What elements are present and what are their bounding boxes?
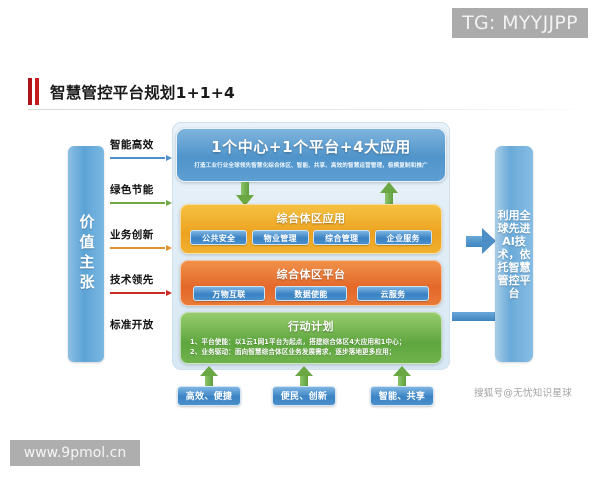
chip-property-management[interactable]: 物业管理	[251, 230, 309, 245]
value-proposition-label-2: 绿色节能	[110, 184, 154, 196]
value-proposition-arrow-4	[110, 290, 172, 296]
band-applications-chips: 公共安全 物业管理 综合管理 企业服务	[181, 226, 441, 245]
right-flow-arrow	[466, 228, 496, 254]
value-proposition-label: 价值主张	[77, 214, 96, 294]
value-proposition-arrow-1	[110, 155, 172, 161]
center-header-box: 1个中心+1个平台+4大应用 打造工业行业全球领先智慧化综合体区、智能、共享、高…	[176, 128, 446, 182]
action-plan-line-1: 1、平台使能：以1云1网1平台为起点，搭建综合体区4大应用和1中心；	[190, 338, 406, 346]
value-proposition-item-1: 智能高效	[110, 138, 176, 168]
connector-arrow-up	[380, 182, 398, 206]
action-plan-lines: 1、平台使能：以1云1网1平台为起点，搭建综合体区4大应用和1中心； 2、业务驱…	[181, 334, 441, 357]
value-proposition-item-4: 技术领先	[110, 273, 176, 303]
telegram-watermark: TG: MYYJJPP	[452, 8, 588, 38]
value-proposition-column: 价值主张	[68, 146, 104, 362]
title-divider	[28, 109, 573, 110]
site-watermark: www.9pmol.cn	[10, 440, 140, 466]
band-platform-chips: 万物互联 数据使能 云服务	[181, 282, 441, 301]
outcome-box-1[interactable]: 高效、便捷	[177, 386, 241, 406]
band-action-plan-title: 行动计划	[288, 320, 334, 333]
sohu-watermark: 搜狐号@无忧知识星球	[474, 388, 573, 399]
chip-data-enablement[interactable]: 数据使能	[275, 286, 347, 301]
value-proposition-arrow-3	[110, 245, 172, 251]
center-header-title: 1个中心+1个平台+4大应用	[211, 138, 411, 156]
ai-technology-label: 利用全球先进AI技术，依托智慧管控平台	[497, 208, 531, 300]
band-applications: 综合体区应用 公共安全 物业管理 综合管理 企业服务	[180, 204, 442, 254]
value-proposition-label-5: 标准开放	[110, 319, 154, 331]
value-proposition-label-3: 业务创新	[110, 229, 154, 241]
value-proposition-item-2: 绿色节能	[110, 183, 176, 213]
outcome-box-3[interactable]: 智能、共享	[370, 386, 434, 406]
action-plan-line-2: 2、业务驱动：面向智慧综合体区业务发展需求，逐步落地更多应用；	[190, 348, 396, 356]
page-title: 智慧管控平台规划1+1+4	[50, 83, 235, 102]
outcome-box-2[interactable]: 便民、创新	[272, 386, 336, 406]
chip-enterprise-service[interactable]: 企业服务	[374, 230, 432, 245]
chip-iot[interactable]: 万物互联	[193, 286, 265, 301]
value-proposition-label-4: 技术领先	[110, 274, 154, 286]
center-header-subtitle: 打造工业行业全球领先智慧化综合体区、智能、共享、高效的智慧运营管理，极模复制和推…	[194, 163, 428, 169]
value-proposition-arrow-2	[110, 200, 172, 206]
value-proposition-label-1: 智能高效	[110, 139, 154, 151]
connector-arrow-down	[236, 182, 254, 206]
band-action-plan: 行动计划 1、平台使能：以1云1网1平台为起点，搭建综合体区4大应用和1中心； …	[180, 312, 442, 364]
value-proposition-item-5: 标准开放	[110, 318, 176, 348]
band-platform-title: 综合体区平台	[276, 268, 346, 281]
chip-public-safety[interactable]: 公共安全	[190, 230, 248, 245]
chip-cloud-service[interactable]: 云服务	[357, 286, 429, 301]
value-proposition-list: 智能高效 绿色节能 业务创新 技术领先	[110, 138, 176, 368]
diagram-area: 价值主张 智能高效 绿色节能 业务创新 技	[0, 116, 600, 416]
right-flow-connector	[452, 312, 496, 321]
outcome-arrow-3	[393, 366, 411, 387]
outcome-arrow-1	[200, 366, 218, 387]
title-accent-bars	[28, 78, 39, 105]
outcome-arrow-2	[295, 366, 313, 387]
page-title-row: 智慧管控平台规划1+1+4	[28, 78, 235, 105]
band-platform: 综合体区平台 万物互联 数据使能 云服务	[180, 260, 442, 306]
value-proposition-item-3: 业务创新	[110, 228, 176, 258]
chip-integrated-management[interactable]: 综合管理	[313, 230, 371, 245]
band-applications-title: 综合体区应用	[276, 212, 346, 225]
ai-technology-column: 利用全球先进AI技术，依托智慧管控平台	[495, 146, 533, 362]
